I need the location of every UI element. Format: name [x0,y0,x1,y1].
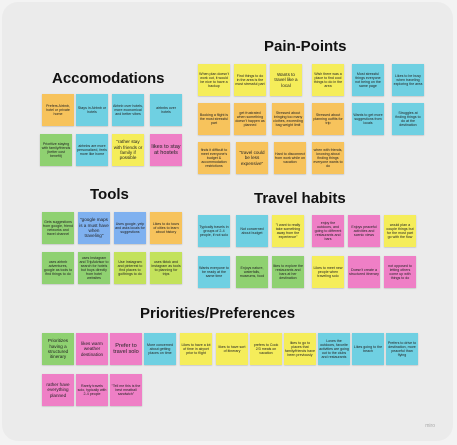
sticky-note[interactable]: Stressed about bringing too many clothes… [272,103,304,135]
sticky-note[interactable]: Likes to meet new people when traveling … [312,256,344,288]
sticky-note[interactable]: Wish there was a place to find cool thin… [312,64,344,96]
section-title-tools: Tools [90,186,129,203]
sticky-note[interactable]: likes to explore the restaurants and bar… [272,256,304,288]
whiteboard: Pain-Points Accomodations Tools Travel h… [2,2,453,441]
miro-watermark: miro [425,423,435,429]
sticky-note[interactable]: Stressed about planning outfits for trip [312,103,344,135]
section-title-travel-habits: Travel habits [254,190,346,207]
sticky-note[interactable]: airbnbs are more personalized, feels mor… [76,134,108,166]
sticky-note[interactable]: Booking a flight is the most stressful p… [198,103,230,135]
sticky-note[interactable]: Most stressful things everyone not being… [352,64,384,96]
sticky-note[interactable]: uses Instagram and TripAdvisor to search… [78,252,110,284]
sticky-note[interactable]: likes warm weather destination [76,333,108,365]
sticky-note[interactable]: Wants to get more suggestions from local… [352,103,384,135]
sticky-note[interactable]: would plan a couple things but for the m… [384,215,416,247]
sticky-note[interactable]: Stays in Airbnb or hotels [76,94,108,126]
sticky-note[interactable]: "travel could be less expensive" [236,142,268,174]
section-title-priorities: Priorities/Preferences [140,305,296,322]
sticky-note[interactable]: "rather stay with friends or family if p… [112,134,144,166]
sticky-note[interactable]: Likes to do tours of cities to learn abo… [150,212,182,244]
sticky-note[interactable]: enjoy the outdoors, and going to differe… [312,215,344,247]
section-title-pain-points: Pain-Points [264,38,347,55]
sticky-note[interactable]: Prioritizes having a structured itinerar… [42,333,74,365]
sticky-note[interactable]: Prefer to travel solo [110,333,142,365]
sticky-note[interactable]: Wants everyone to be ready at the same t… [198,256,230,288]
sticky-note[interactable]: Prioritize staying with family/friends (… [40,134,72,166]
sticky-note[interactable]: "google maps is a must have when traveli… [78,212,110,244]
sticky-note[interactable]: Uses google, yelp and asks locals for su… [114,212,146,244]
sticky-note[interactable]: "Tell me this is the best meatball sandw… [110,374,142,406]
sticky-note[interactable]: Likes going to the beach [352,333,384,365]
sticky-note[interactable]: Gets suggestions from google, friend net… [42,212,74,244]
sticky-note[interactable]: Use Instagram and pinterest to find plac… [114,252,146,284]
sticky-note[interactable]: prefers to Cook 2/3 meals on vacation [250,333,282,365]
sticky-note[interactable]: Likes to be busy when traveling explorin… [392,64,424,96]
sticky-note[interactable]: Rarely travels solo, typically with 2-4 … [76,374,108,406]
sticky-note[interactable]: likes to go to places that family/friend… [284,333,316,365]
sticky-note[interactable]: More concerned about getting places on t… [144,333,176,365]
sticky-note[interactable]: finds it difficult to meet everyone's bu… [198,142,230,174]
sticky-note[interactable]: Doesn't create a structured itinerary [348,256,380,288]
sticky-note[interactable]: uses tiktok and Instagram as tools to pl… [150,252,182,284]
sticky-note[interactable]: Prefers to drive to destination, more pe… [386,333,418,365]
sticky-note[interactable]: not opposed to letting others come up wi… [384,256,416,288]
sticky-note[interactable]: "I want to really take something away fr… [272,215,304,247]
sticky-note[interactable]: Struggles at finding things to do at the… [392,103,424,135]
sticky-note[interactable]: Prefers Airbnb, hotel or private home [42,94,74,126]
sticky-note[interactable]: Loves the outdoors, favorite activities … [318,333,350,365]
sticky-note[interactable]: Hard to disconnect from work while on va… [274,142,306,174]
sticky-note[interactable]: likes to have sort of itinerary [216,333,248,365]
sticky-note[interactable]: airbnbs over hotels [150,94,182,126]
sticky-note[interactable]: Likes to have a lot of time in airport p… [180,333,212,365]
sticky-note[interactable]: get frustrated when something doesn't ha… [234,103,266,135]
sticky-note[interactable]: Find things to do in the area is the mos… [234,64,266,96]
sticky-note[interactable]: When plan doesn't work out, it would be … [198,64,230,96]
sticky-note[interactable]: Enjoys nature, waterfalls, museums, food [236,256,268,288]
section-title-accomodations: Accomodations [52,70,165,87]
sticky-note[interactable]: likes to stay at hostels [150,134,182,166]
sticky-note[interactable]: Airbnb over hotels, more economical and … [112,94,144,126]
sticky-note[interactable]: Typically travels in groups of 2-4 peopl… [198,215,230,247]
sticky-note[interactable]: uses airbnb adventures, google as tools … [42,252,74,284]
sticky-note[interactable]: Enjoys peaceful activities and scenic vi… [348,215,380,247]
sticky-note[interactable]: when with friends, knowing about finding… [312,142,344,174]
sticky-note[interactable]: rather have everything planned [42,374,74,406]
sticky-note[interactable]: Not concerned about budget [236,215,268,247]
sticky-note[interactable]: Wants to travel like a local [270,64,302,96]
